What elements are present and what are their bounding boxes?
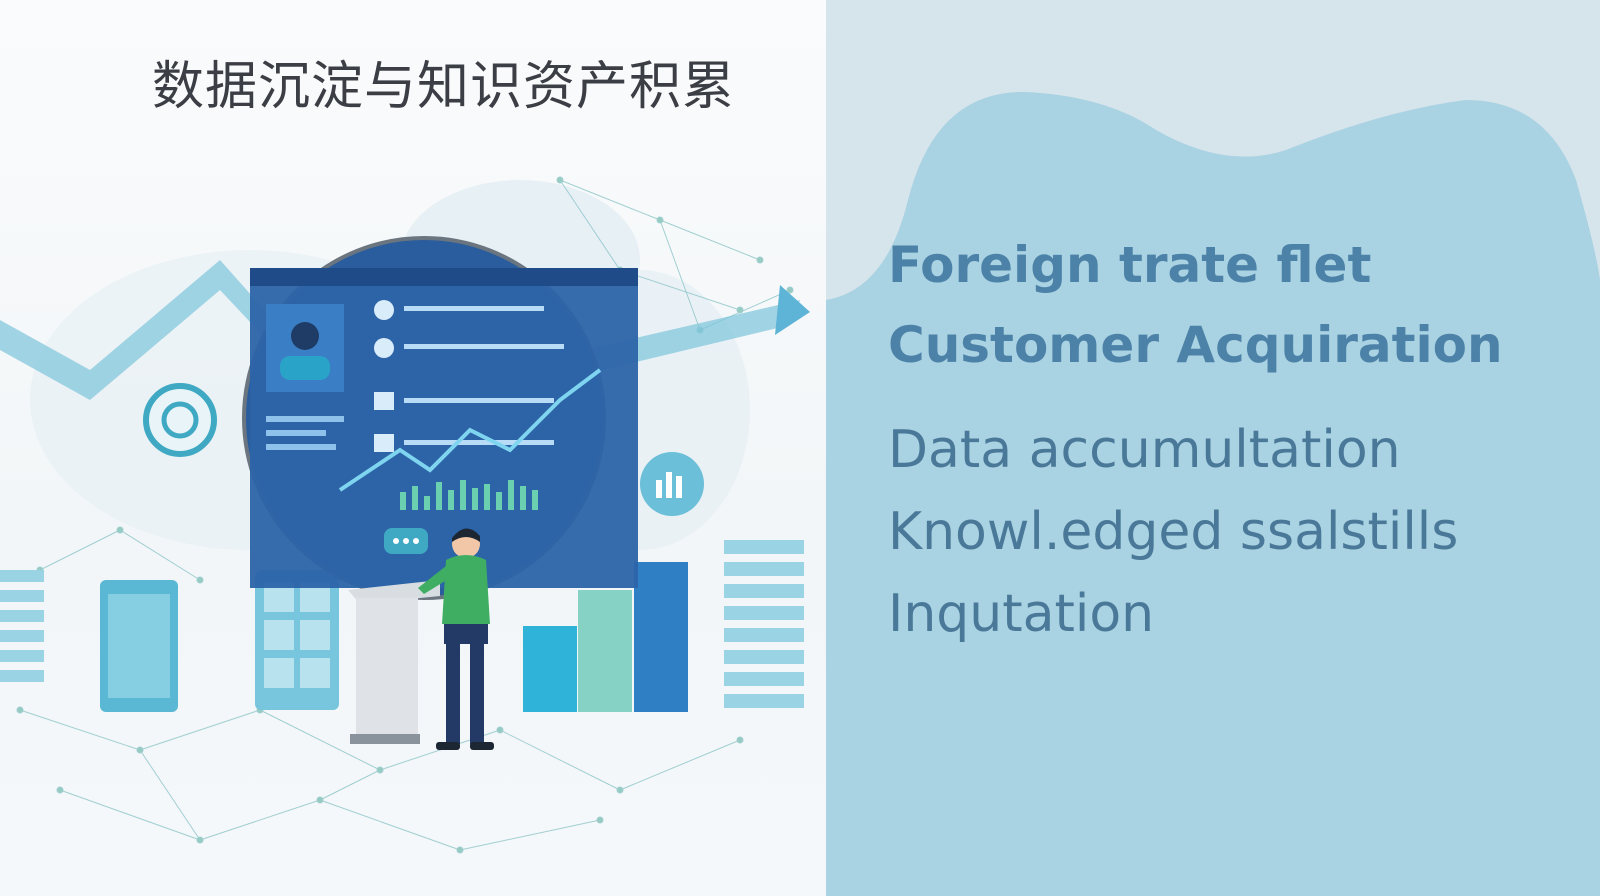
decorative-blob xyxy=(826,91,1600,896)
item-data: Data accumultation xyxy=(888,420,1401,480)
tablet-grid-icon xyxy=(255,570,339,710)
network-graph-icon xyxy=(16,176,794,854)
person-analyzing-dashboard-icon xyxy=(418,528,494,750)
target-icon xyxy=(143,383,217,457)
kiosk-stand-icon xyxy=(348,580,440,744)
data-illustration xyxy=(0,176,810,854)
bar-chart-icon xyxy=(523,562,688,712)
illustration-panel: 数据沉淀与知识资产积累 xyxy=(0,0,826,896)
pie-chart-icon xyxy=(640,452,704,516)
chat-bubble-icon xyxy=(384,528,428,554)
phone-icon xyxy=(100,580,178,712)
heading-line-1: Foreign trate flet xyxy=(888,236,1372,294)
dashboard-screen-icon xyxy=(242,236,638,600)
item-inqutation: Inqutation xyxy=(888,584,1155,644)
item-knowledge: Knowl.edged ssalstills xyxy=(888,502,1459,562)
document-stack-icon xyxy=(0,540,804,708)
slide-title: 数据沉淀与知识资产积累 xyxy=(152,57,736,117)
heading-line-2: Customer Acquiration xyxy=(888,316,1503,374)
text-panel xyxy=(826,0,1600,896)
